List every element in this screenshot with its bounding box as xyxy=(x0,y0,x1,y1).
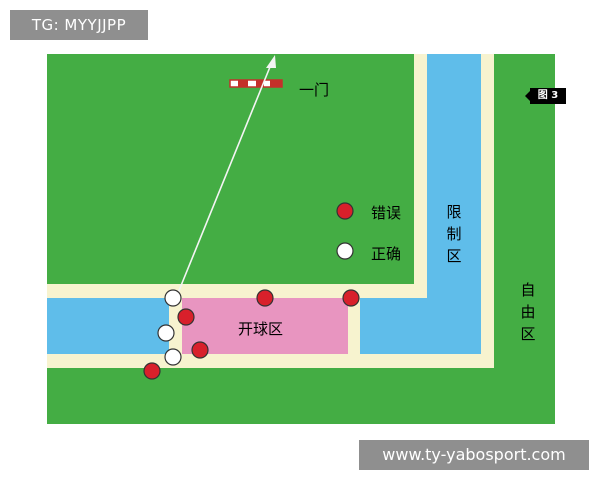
wrong-ball xyxy=(191,341,209,359)
legend-wrong-label: 错误 xyxy=(371,204,402,222)
goal-label: 一门 xyxy=(299,81,330,99)
restricted-zone-horizontal xyxy=(360,298,481,354)
legend-wrong-marker xyxy=(336,202,354,220)
kickoff-zone xyxy=(182,298,348,354)
goal-marker xyxy=(229,79,283,88)
free-zone-label: 自由区 xyxy=(520,281,536,343)
correct-ball xyxy=(157,324,175,342)
legend-correct-label: 正确 xyxy=(371,245,402,263)
wrong-ball xyxy=(143,362,161,380)
wrong-ball xyxy=(342,289,360,307)
kickoff-zone-label: 开球区 xyxy=(238,320,284,338)
legend-correct-marker xyxy=(336,242,354,260)
wrong-ball xyxy=(256,289,274,307)
watermark-banner: www.ty-yabosport.com xyxy=(359,440,589,470)
left-blue-zone xyxy=(47,298,169,354)
channel-tag: TG: MYYJJPP xyxy=(10,10,148,40)
figure-badge: 图 3 xyxy=(525,88,566,104)
restricted-zone-label: 限制区 xyxy=(446,203,462,265)
kick-trajectory-arrow xyxy=(177,61,273,294)
wrong-ball xyxy=(177,308,195,326)
correct-ball xyxy=(164,289,182,307)
correct-ball xyxy=(164,348,182,366)
arrow-head xyxy=(266,55,276,68)
